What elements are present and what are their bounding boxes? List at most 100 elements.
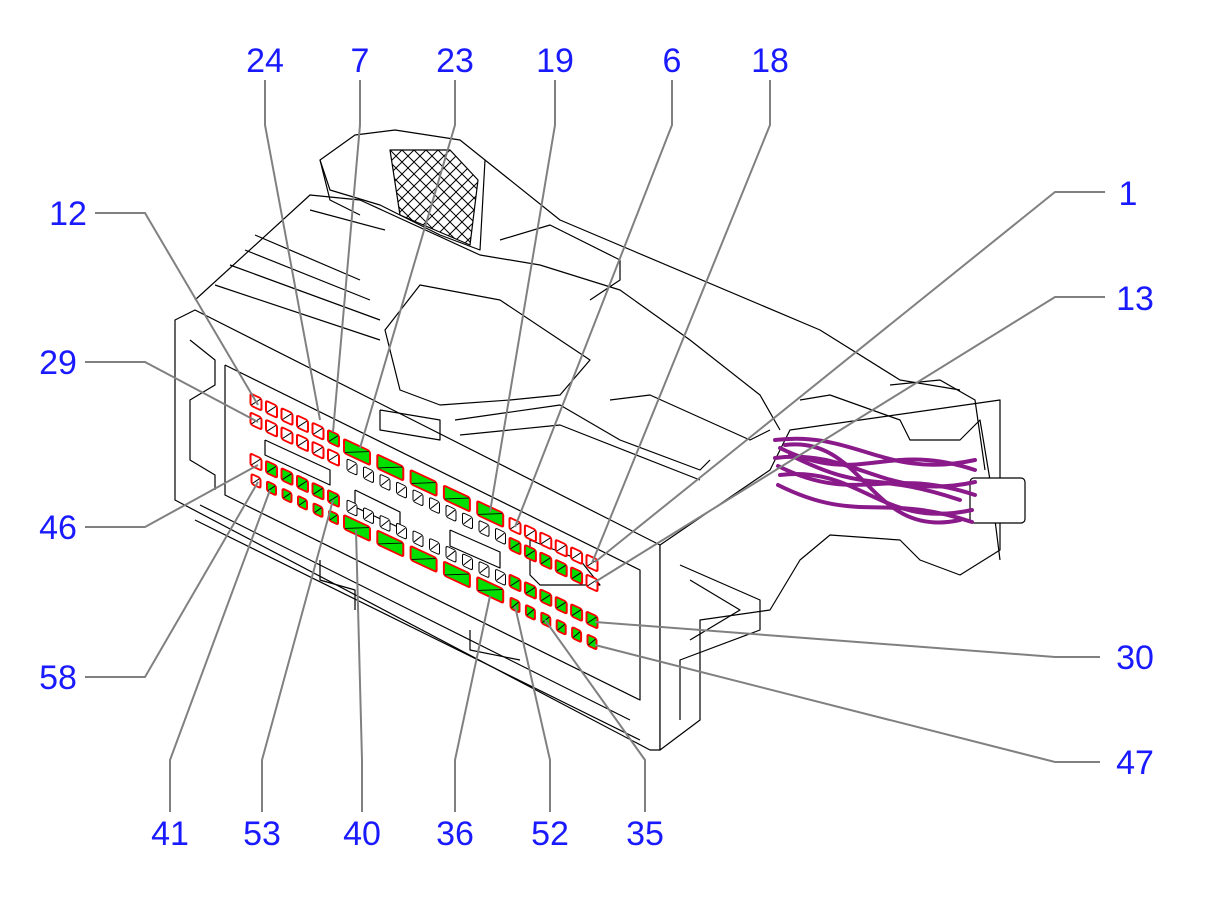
pin-cavity (554, 596, 568, 615)
pin-cavity (296, 433, 309, 452)
pin-cavity (312, 502, 324, 518)
pin-cavity (523, 544, 537, 563)
wire (776, 464, 977, 497)
pin-cavity (327, 448, 340, 467)
callout-label-18: 18 (751, 42, 789, 80)
pin-cavity (539, 531, 553, 550)
pin-cavity (555, 619, 567, 636)
callout-label-23: 23 (436, 42, 474, 80)
callout-label-53: 53 (243, 815, 281, 853)
leader-line-35 (544, 619, 646, 812)
pin-cavity (585, 574, 599, 592)
leader-lines (85, 80, 1105, 812)
pin-cavity (539, 551, 553, 570)
pin-cavity (539, 588, 553, 607)
callout-label-35: 35 (626, 815, 664, 853)
pin-cavity (445, 505, 457, 522)
leader-line-58 (85, 481, 259, 678)
pin-cavity (379, 474, 391, 491)
leader-line-53 (261, 499, 334, 812)
leader-line-41 (169, 489, 271, 812)
pin-array (249, 393, 599, 650)
pin-cavity (409, 545, 438, 573)
pin-cavity (327, 429, 340, 448)
pin-cavity (445, 546, 457, 563)
pin-cavity (379, 515, 391, 532)
leader-line-46 (85, 464, 259, 528)
pin-cavity (523, 581, 537, 600)
pin-cavity (311, 441, 325, 460)
callout-label-24: 24 (246, 42, 284, 80)
pin-cavity (429, 497, 440, 514)
pin-cavity (249, 453, 263, 471)
callout-label-52: 52 (531, 815, 569, 853)
pin-cavity (280, 426, 294, 445)
pin-cavity (265, 419, 278, 438)
leader-line-18 (591, 80, 771, 564)
pin-cavity (311, 422, 325, 441)
pin-cavity (554, 559, 568, 578)
pin-cavity (570, 546, 584, 565)
leader-line-19 (489, 80, 556, 513)
pin-cavity (296, 474, 309, 493)
pin-cavity (554, 539, 568, 558)
pin-cavity (265, 400, 278, 419)
pin-cavity (327, 489, 340, 508)
callout-label-41: 41 (151, 815, 189, 853)
pin-cavity (346, 458, 358, 476)
pin-cavity (412, 489, 424, 506)
pin-cavity (570, 603, 584, 622)
pin-cavity (346, 499, 358, 517)
leader-line-40 (355, 529, 363, 812)
leader-line-23 (359, 80, 456, 449)
pin-cavity (311, 482, 325, 501)
pin-cavity (586, 634, 598, 650)
leader-line-7 (332, 80, 361, 433)
pin-cavity (508, 537, 522, 555)
pin-cavity (442, 485, 471, 512)
pin-cavity (376, 530, 405, 557)
pin-cavity (462, 553, 473, 571)
callout-label-46: 46 (39, 509, 77, 547)
pin-cavity (571, 626, 583, 643)
pin-cavity (280, 467, 294, 486)
leader-line-36 (454, 595, 491, 812)
leader-line-1 (594, 191, 1105, 563)
pin-cavity (409, 469, 438, 497)
callout-label-19: 19 (536, 42, 574, 80)
callout-label-12: 12 (49, 195, 87, 233)
leader-line-12 (95, 212, 259, 406)
pin-cavity (495, 528, 506, 545)
pin-cavity (396, 522, 407, 540)
callout-label-40: 40 (343, 815, 381, 853)
pin-cavity (297, 495, 308, 511)
callout-label-58: 58 (39, 659, 77, 697)
pin-cavity (265, 460, 278, 479)
leader-line-24 (264, 80, 321, 421)
pin-cavity (376, 454, 405, 481)
wire (788, 453, 962, 502)
pin-cavity (508, 574, 522, 592)
pin-cavity (412, 530, 424, 547)
pin-cavity (462, 512, 473, 530)
pin-cavity (523, 524, 537, 543)
callout-label-13: 13 (1116, 280, 1154, 318)
callout-label-7: 7 (351, 42, 370, 80)
pin-cavity (280, 407, 294, 426)
pin-cavity (296, 414, 309, 433)
callout-label-29: 29 (39, 344, 77, 382)
leader-line-6 (514, 80, 673, 528)
leader-line-29 (85, 361, 259, 423)
pin-cavity (281, 488, 293, 504)
pin-cavity (396, 481, 407, 499)
pin-cavity (478, 561, 490, 578)
wire (776, 483, 974, 524)
callout-label-30: 30 (1116, 639, 1154, 677)
pin-cavity (343, 438, 371, 466)
callout-label-1: 1 (1119, 175, 1138, 213)
pin-cavity (363, 507, 374, 524)
pin-cavity (442, 561, 471, 588)
pin-cavity (495, 569, 506, 586)
